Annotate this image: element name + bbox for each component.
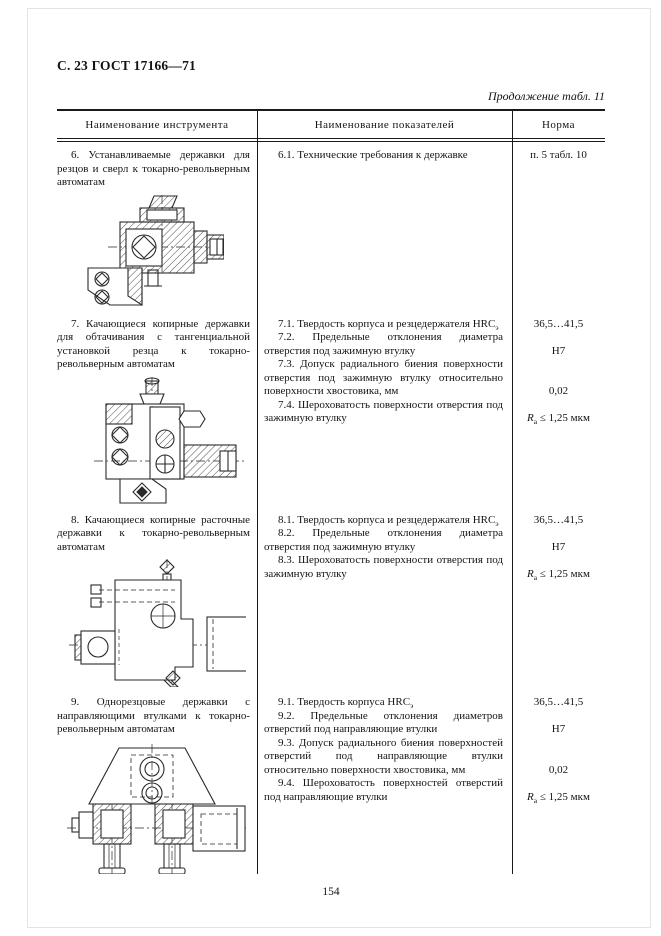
indicator-text: 8.3. Шероховатость поверхности отверстия…	[264, 554, 503, 580]
norm-value: Ra ≤ 1,25 мкм	[527, 790, 590, 805]
column-divider-2	[512, 111, 513, 874]
tool-cell: 9. Однорезцовые державки с направляющими…	[57, 696, 257, 875]
tool-drawing-container	[57, 194, 250, 309]
tool-description: 8. Качающиеся копирные расточные державк…	[57, 513, 250, 553]
indicator-row: 9.3. Допуск радиального биения поверхнос…	[257, 737, 605, 778]
table-row: 9. Однорезцовые державки с направляющими…	[57, 696, 605, 875]
indicators-cell: 7.1. Твердость корпуса и резцедержателя …	[257, 318, 605, 505]
indicators-cell: 8.1. Твердость корпуса и резцедержателя …	[257, 514, 605, 688]
table-row: 8. Качающиеся копирные расточные державк…	[57, 514, 605, 688]
document-page: С. 23 ГОСТ 17166—71 Продолжение табл. 11…	[57, 0, 605, 898]
indicator-text: 7.2. Предельные отклонения диаметра отве…	[264, 331, 503, 357]
norm-value: Ra ≤ 1,25 мкм	[527, 412, 590, 427]
indicator-text: 8.2. Предельные отклонения диаметра отве…	[264, 527, 503, 553]
indicator-text: 9.1. Твердость корпуса HRCэ	[278, 696, 414, 711]
norm-value: 36,5…41,5	[533, 696, 584, 708]
indicator-text: 9.3. Допуск радиального биения поверхнос…	[264, 736, 503, 776]
tool-cell: 8. Качающиеся копирные расточные державк…	[57, 514, 257, 688]
table-row: 7. Качающиеся копирные державки для обта…	[57, 318, 605, 505]
tool-drawing-container	[57, 559, 250, 688]
tool-cell: 6. Устанавливаемые державки для резцов и…	[57, 149, 257, 309]
indicator-text: 9.4. Шероховатость поверхностей отверсти…	[264, 777, 503, 803]
indicator-text: 7.4. Шероховатость поверхности отверстия…	[264, 398, 503, 425]
tool-drawing-swinging-copy-holder	[93, 376, 244, 504]
indicator-row: 8.3. Шероховатость поверхности отверстия…	[257, 554, 605, 581]
norm-value: 0,02	[548, 385, 569, 397]
indicator-text: 7.1. Твердость корпуса и резцедержателя …	[278, 317, 499, 332]
norm-value: 36,5…41,5	[533, 513, 584, 526]
standards-table: Наименование инструмента Наименование по…	[57, 109, 605, 875]
norm-value: п. 5 табл. 10	[530, 149, 587, 161]
norm-value: 36,5…41,5	[533, 317, 584, 330]
column-header-norm: Норма	[541, 119, 576, 131]
page-number: 154	[322, 885, 340, 898]
indicator-text: 9.2. Предельные отклонения диаметров отв…	[264, 709, 503, 736]
column-divider-1	[257, 111, 258, 874]
tool-cell: 7. Качающиеся копирные державки для обта…	[57, 318, 257, 505]
doc-header: С. 23 ГОСТ 17166—71	[57, 58, 196, 73]
indicator-text: 6.1. Технические требования к державке	[278, 149, 468, 161]
indicator-row: 6.1. Технические требования к державке п.…	[257, 149, 605, 163]
indicator-text: 8.1. Твердость корпуса и резцедержателя …	[278, 513, 499, 528]
column-header-indicators: Наименование показателей	[314, 119, 455, 131]
tool-drawing-single-cutter-holder	[66, 743, 249, 875]
tool-description: 6. Устанавливаемые державки для резцов и…	[57, 149, 250, 188]
indicator-row: 8.2. Предельные отклонения диаметра отве…	[257, 527, 605, 554]
indicator-row: 9.2. Предельные отклонения диаметров отв…	[257, 710, 605, 737]
indicator-row: 7.2. Предельные отклонения диаметра отве…	[257, 331, 605, 358]
table-caption: Продолжение табл. 11	[487, 89, 605, 103]
indicator-text: 7.3. Допуск радиального биения поверхнос…	[264, 358, 503, 397]
norm-value: H7	[551, 540, 566, 553]
indicators-cell: 9.1. Твердость корпуса HRCэ 36,5…41,5 9.2.…	[257, 696, 605, 874]
indicator-row: 7.1. Твердость корпуса и резцедержателя …	[257, 318, 605, 332]
indicator-row: 9.4. Шероховатость поверхностей отверсти…	[257, 777, 605, 804]
norm-value: H7	[551, 723, 566, 735]
tool-drawing-swinging-boring-holder	[69, 559, 248, 688]
norm-value: 0,02	[548, 763, 569, 776]
indicator-row: 8.1. Твердость корпуса и резцедержателя …	[257, 514, 605, 528]
indicator-row: 7.3. Допуск радиального биения поверхнос…	[257, 358, 605, 399]
column-header-instrument: Наименование инструмента	[85, 119, 229, 131]
norm-value: Ra ≤ 1,25 мкм	[527, 567, 590, 582]
norm-value: H7	[551, 344, 566, 357]
table-header-row: Наименование инструмента Наименование по…	[57, 111, 605, 142]
tool-drawing-installable-holder	[86, 194, 225, 306]
tool-drawing-container	[57, 742, 250, 875]
tool-description: 7. Качающиеся копирные державки для обта…	[57, 317, 250, 371]
tool-drawing-container	[57, 376, 250, 505]
indicator-row: 7.4. Шероховатость поверхности отверстия…	[257, 399, 605, 426]
indicators-cell: 6.1. Технические требования к державке п.…	[257, 149, 605, 309]
indicator-row: 9.1. Твердость корпуса HRCэ 36,5…41,5	[257, 696, 605, 710]
tool-description: 9. Однорезцовые державки с направляющими…	[57, 696, 250, 735]
table-row: 6. Устанавливаемые державки для резцов и…	[57, 149, 605, 309]
table-body: 6. Устанавливаемые державки для резцов и…	[57, 142, 605, 875]
